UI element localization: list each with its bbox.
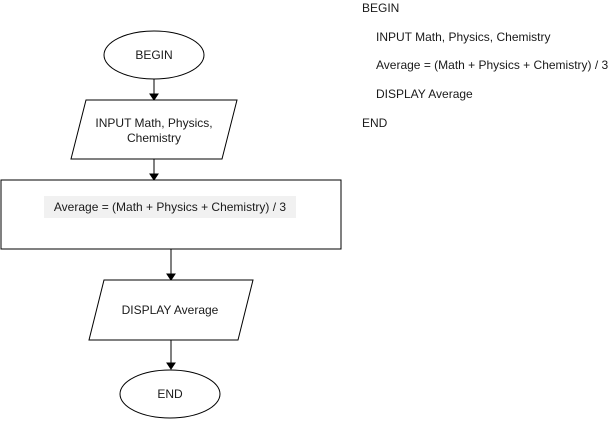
pseudocode-line-begin: BEGIN <box>362 1 400 15</box>
display-parallelogram <box>88 279 254 341</box>
arrowhead-display-to-end <box>166 362 176 370</box>
pseudocode-line-average: Average = (Math + Physics + Chemistry) /… <box>376 58 609 72</box>
process-label-background <box>44 196 296 218</box>
pseudocode-line-end: END <box>362 116 388 130</box>
end-terminator <box>119 369 221 419</box>
display-label: DISPLAY Average <box>122 303 219 317</box>
arrowhead-input-to-process <box>149 173 159 181</box>
begin-label: BEGIN <box>135 48 172 62</box>
pseudocode-line-display: DISPLAY Average <box>376 87 473 101</box>
input-label-line2: Chemistry <box>127 131 181 145</box>
arrowhead-begin-to-input <box>149 93 159 101</box>
input-label-line1: INPUT Math, Physics, <box>95 116 212 130</box>
arrowhead-process-to-display <box>166 273 176 281</box>
process-label: Average = (Math + Physics + Chemistry) /… <box>54 200 287 214</box>
input-parallelogram <box>70 99 238 160</box>
end-label: END <box>157 387 183 401</box>
pseudocode-line-input: INPUT Math, Physics, Chemistry <box>376 30 551 44</box>
